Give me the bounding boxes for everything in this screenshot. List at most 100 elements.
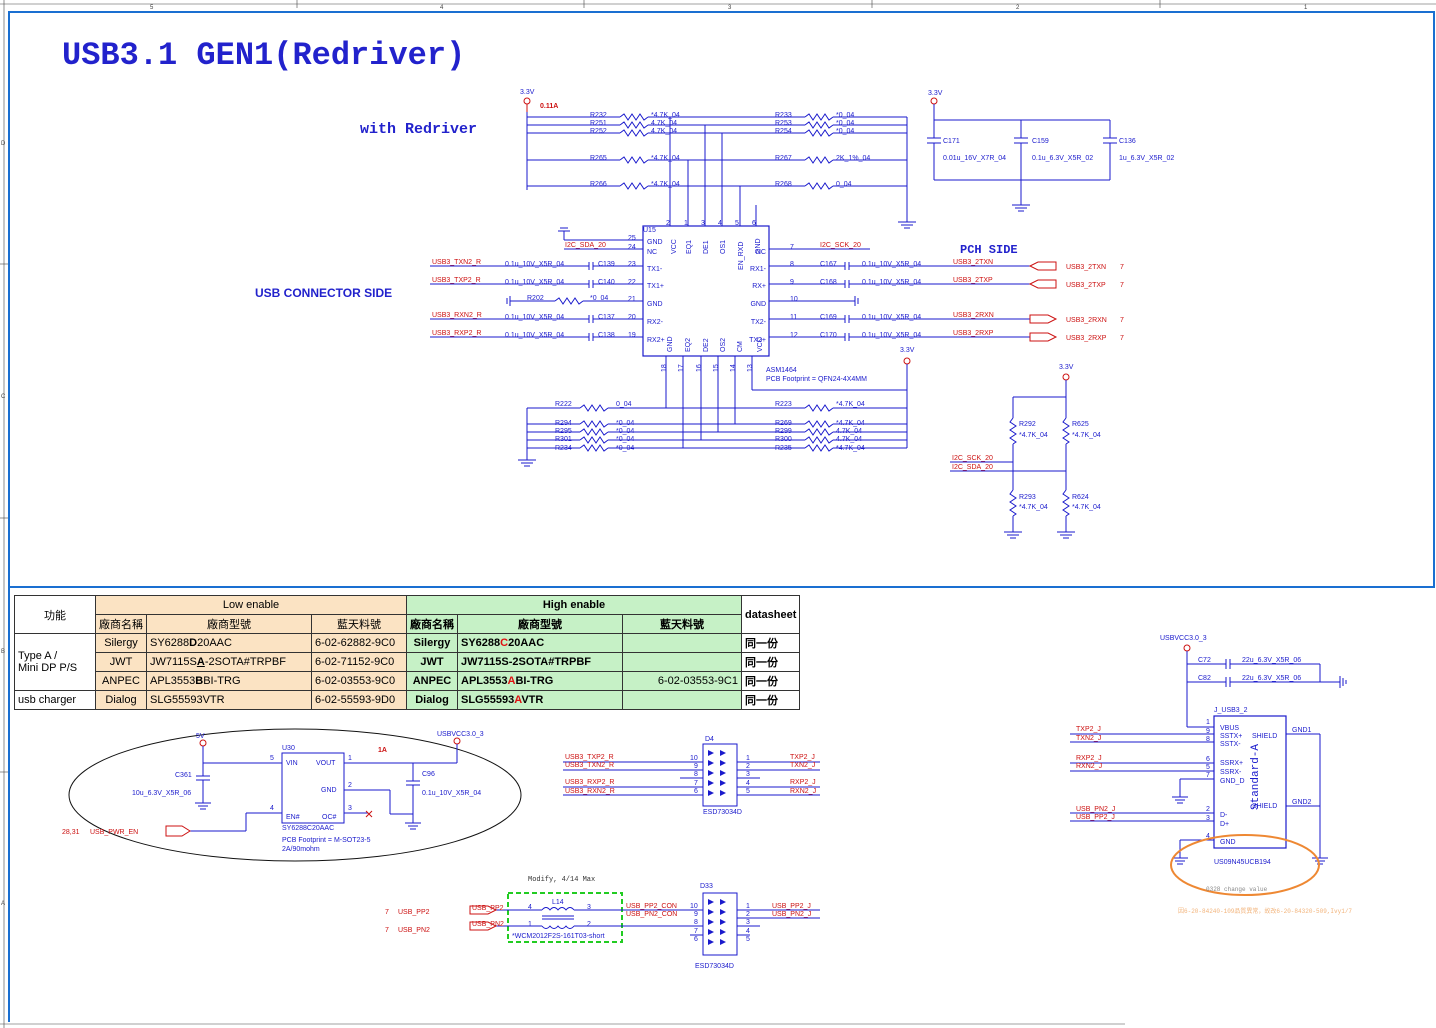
svg-text:2: 2 [746, 911, 750, 918]
svg-text:R624: R624 [1072, 494, 1089, 501]
svg-text:RX2+: RX2+ [647, 337, 665, 344]
svg-text:VOUT: VOUT [316, 760, 336, 767]
svg-text:PCB Footprint = QFN24-4X4MM: PCB Footprint = QFN24-4X4MM [766, 376, 867, 383]
svg-text:GND: GND [667, 336, 674, 352]
svg-text:8: 8 [694, 771, 698, 778]
svg-text:R269: R269 [775, 420, 792, 427]
pch-side-label: PCH SIDE [960, 243, 1018, 257]
svg-text:GND_D: GND_D [1220, 778, 1245, 785]
svg-text:1: 1 [1206, 719, 1210, 726]
svg-text:SSRX-: SSRX- [1220, 769, 1242, 776]
lo-vendor-cell: ANPEC [95, 671, 147, 691]
border-row-d: D [1, 141, 6, 147]
i2c-pullups: 3.3V R292*4.7K_04 R625*4.7K_04 R293*4.7K… [950, 364, 1101, 539]
svg-text:1: 1 [746, 903, 750, 910]
svg-text:2A/90mohm: 2A/90mohm [282, 846, 320, 853]
lo-part-cell: APL3553BBI-TRG [146, 671, 312, 691]
svg-text:10u_6.3V_X5R_06: 10u_6.3V_X5R_06 [132, 790, 191, 797]
svg-text:0.1u_10V_X5R_04: 0.1u_10V_X5R_04 [505, 332, 564, 339]
svg-text:C167: C167 [820, 261, 837, 268]
svg-text:C136: C136 [1119, 138, 1136, 145]
svg-text:EN#: EN# [286, 814, 300, 821]
svg-text:TXP2_J: TXP2_J [1076, 726, 1101, 733]
svg-text:3.3V: 3.3V [900, 347, 915, 354]
svg-text:EQ2: EQ2 [685, 338, 692, 352]
svg-text:USB_PP2_CON: USB_PP2_CON [626, 903, 677, 910]
svg-text:*0_04: *0_04 [836, 128, 854, 135]
svg-text:USB3_2TXP: USB3_2TXP [953, 277, 993, 284]
svg-text:DE1: DE1 [703, 240, 710, 254]
svg-text:SHIELD: SHIELD [1252, 803, 1277, 810]
svg-text:4.7K_04: 4.7K_04 [836, 428, 862, 435]
svg-text:22: 22 [628, 279, 636, 286]
svg-text:*4.7K_04: *4.7K_04 [1072, 504, 1101, 511]
svg-text:USB_PN2_CON: USB_PN2_CON [626, 911, 677, 918]
svg-text:16: 16 [696, 364, 703, 372]
svg-text:0.01u_16V_X7R_04: 0.01u_16V_X7R_04 [943, 155, 1006, 162]
svg-text:R293: R293 [1019, 494, 1036, 501]
svg-text:C138: C138 [598, 332, 615, 339]
svg-text:RXN2_J: RXN2_J [1076, 763, 1102, 770]
svg-text:10: 10 [690, 755, 698, 762]
svg-text:SY6288C20AAC: SY6288C20AAC [282, 825, 334, 832]
svg-text:OC#: OC# [322, 814, 337, 821]
hi-vendor-header: 廠商名稱 [406, 614, 458, 634]
svg-text:RX+: RX+ [752, 283, 766, 290]
svg-text:OS1: OS1 [720, 240, 727, 254]
svg-text:SSTX-: SSTX- [1220, 741, 1241, 748]
svg-text:L14: L14 [552, 899, 564, 906]
svg-text:R234: R234 [555, 445, 572, 452]
svg-text:1u_6.3V_X5R_02: 1u_6.3V_X5R_02 [1119, 155, 1174, 162]
svg-text:R235: R235 [775, 445, 792, 452]
svg-text:Standard-A: Standard-A [1250, 744, 1262, 810]
svg-text:C96: C96 [422, 771, 435, 778]
table-subheader-row: 廠商名稱 廠商型號 藍天料號 廠商名稱 廠商型號 藍天料號 [15, 614, 800, 634]
hi-vendor-cell: ANPEC [406, 671, 458, 691]
func-cell: usb charger [14, 690, 96, 710]
svg-text:NC: NC [756, 249, 766, 256]
svg-text:*0_04: *0_04 [616, 420, 634, 427]
svg-text:TX2-: TX2- [751, 319, 767, 326]
low-enable-header: Low enable [95, 595, 407, 615]
svg-text:VCC: VCC [671, 239, 678, 254]
lo-pn-cell: 6-02-55593-9D0 [311, 690, 407, 710]
svg-text:*0_04: *0_04 [616, 428, 634, 435]
lo-pn-header: 藍天料號 [311, 614, 407, 634]
svg-text:R222: R222 [555, 401, 572, 408]
svg-text:C139: C139 [598, 261, 615, 268]
svg-text:1: 1 [746, 755, 750, 762]
svg-text:7: 7 [1120, 335, 1124, 342]
svg-text:U30: U30 [282, 745, 295, 752]
svg-text:USB3_RXN2_R: USB3_RXN2_R [565, 788, 615, 795]
hi-part-cell: APL3553ABI-TRG [457, 671, 623, 691]
svg-text:0.1u_10V_X5R_04: 0.1u_10V_X5R_04 [862, 279, 921, 286]
svg-text:OS2: OS2 [720, 338, 727, 352]
border-col-2: 2 [1016, 5, 1020, 11]
svg-text:I2C_SCK_20: I2C_SCK_20 [820, 242, 861, 249]
svg-text:SHIELD: SHIELD [1252, 733, 1277, 740]
svg-text:R267: R267 [775, 155, 792, 162]
svg-text:4: 4 [1206, 833, 1210, 840]
svg-text:USB_PP2_J: USB_PP2_J [1076, 814, 1115, 821]
svg-text:SSRX+: SSRX+ [1220, 760, 1243, 767]
svg-text:3: 3 [746, 771, 750, 778]
svg-text:USB3_2TXP: USB3_2TXP [1066, 282, 1106, 289]
svg-text:USBVCC3.0_3: USBVCC3.0_3 [1160, 635, 1207, 642]
border-col-3: 3 [728, 5, 732, 11]
svg-text:8: 8 [790, 261, 794, 268]
svg-text:USB_PP2: USB_PP2 [472, 905, 504, 912]
svg-text:4: 4 [270, 805, 274, 812]
svg-text:3.3V: 3.3V [928, 90, 943, 97]
svg-text:R300: R300 [775, 436, 792, 443]
svg-text:3: 3 [587, 904, 591, 911]
svg-text:*4.7K_04: *4.7K_04 [1019, 432, 1048, 439]
svg-text:4: 4 [746, 928, 750, 935]
svg-text:C171: C171 [943, 138, 960, 145]
border-col-4: 4 [440, 5, 444, 11]
datasheet-cell: 同一份 [740, 633, 801, 653]
svg-text:0.1u_10V_X5R_04: 0.1u_10V_X5R_04 [862, 314, 921, 321]
svg-text:USB3_2RXP: USB3_2RXP [953, 330, 994, 337]
svg-text:2: 2 [746, 763, 750, 770]
